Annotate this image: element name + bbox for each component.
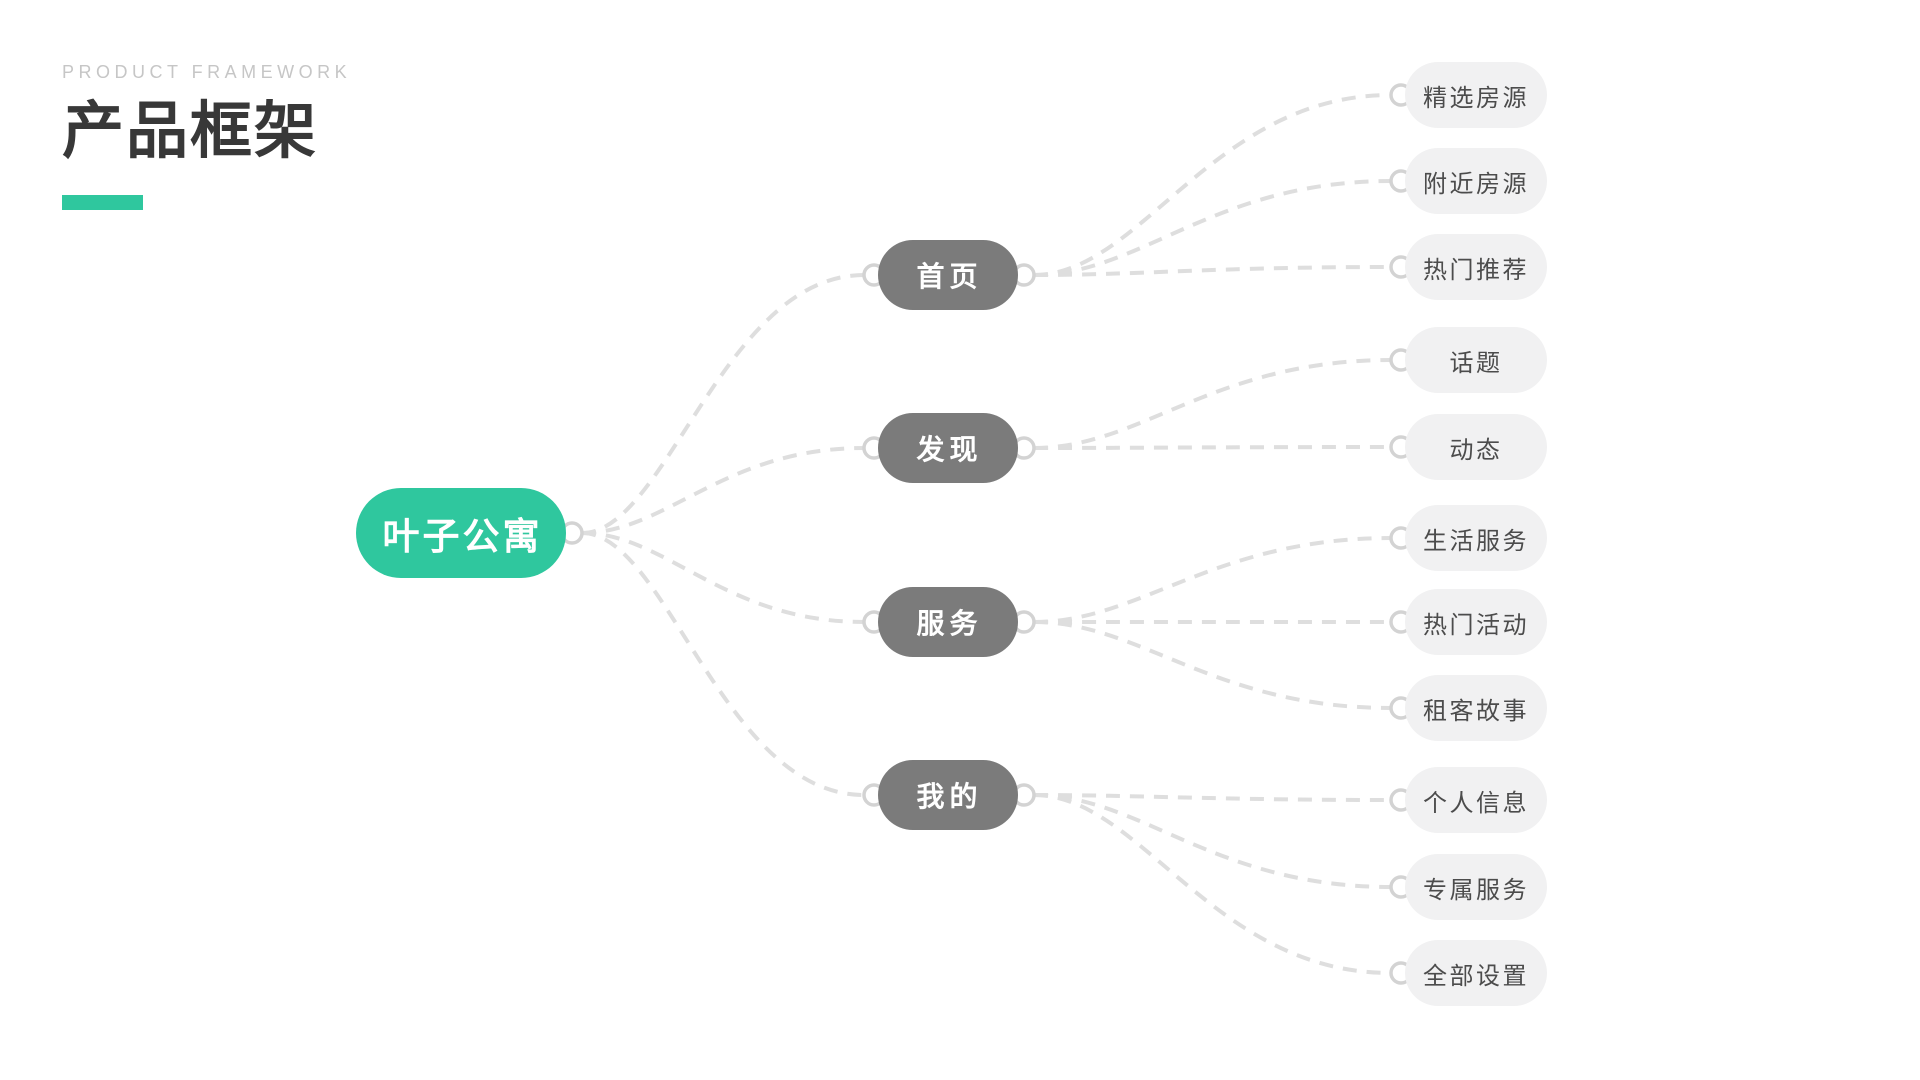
- connector-line: [581, 446, 865, 535]
- leaf-node-label: 热门推荐: [1423, 256, 1529, 284]
- connector-line: [581, 531, 865, 797]
- leaf-node-label: 个人信息: [1423, 789, 1529, 817]
- connector-line: [1033, 793, 1392, 975]
- mindmap-leaf-node: 精选房源: [1405, 62, 1547, 128]
- mindmap-leaf-node: 租客故事: [1405, 675, 1547, 741]
- root-node-label: 叶子公寓: [382, 516, 543, 557]
- leaf-node-label: 全部设置: [1423, 962, 1529, 990]
- mindmap-branch-node: 我的: [878, 760, 1018, 830]
- leaf-node-label: 热门活动: [1423, 611, 1529, 639]
- connector-line: [1033, 536, 1392, 624]
- slide-header: PRODUCT FRAMEWORK 产品框架: [62, 62, 351, 210]
- mindmap-leaf-node: 动态: [1405, 414, 1547, 480]
- connector-line: [1033, 793, 1392, 802]
- mindmap-root-node: 叶子公寓: [356, 488, 566, 578]
- mindmap-leaf-node: 个人信息: [1405, 767, 1547, 833]
- connector-line: [1033, 620, 1392, 710]
- leaf-node-label: 动态: [1449, 436, 1503, 464]
- mindmap-leaf-node: 全部设置: [1405, 940, 1547, 1006]
- mindmap-branch-node: 首页: [878, 240, 1018, 310]
- mindmap-leaf-node: 话题: [1405, 327, 1547, 393]
- connector-line: [1033, 179, 1392, 277]
- connector-line: [1033, 793, 1392, 889]
- mindmap-leaf-node: 专属服务: [1405, 854, 1547, 920]
- mindmap-branch-node: 发现: [878, 413, 1018, 483]
- leaf-node-label: 租客故事: [1423, 697, 1529, 725]
- connector-line: [1033, 445, 1392, 450]
- mindmap-leaf-node: 附近房源: [1405, 148, 1547, 214]
- leaf-node-label: 生活服务: [1423, 527, 1529, 555]
- title-accent-bar: [62, 195, 143, 210]
- branch-node-label: 首页: [916, 261, 983, 292]
- connector-line: [581, 273, 865, 535]
- mindmap-leaf-node: 热门推荐: [1405, 234, 1547, 300]
- mindmap-leaf-node: 生活服务: [1405, 505, 1547, 571]
- connector-line: [1033, 358, 1392, 450]
- connector-line: [1033, 265, 1392, 277]
- mindmap-leaf-node: 热门活动: [1405, 589, 1547, 655]
- branch-node-label: 服务: [916, 608, 983, 639]
- eyebrow-text: PRODUCT FRAMEWORK: [62, 62, 352, 82]
- branch-node-label: 发现: [916, 434, 983, 465]
- connector-line: [581, 531, 865, 624]
- leaf-node-label: 话题: [1449, 349, 1503, 377]
- leaf-node-label: 精选房源: [1423, 84, 1529, 112]
- branch-node-label: 我的: [916, 781, 983, 812]
- leaf-node-label: 附近房源: [1423, 170, 1529, 198]
- leaf-node-label: 专属服务: [1423, 876, 1529, 904]
- mindmap-branch-node: 服务: [878, 587, 1018, 657]
- connector-line: [1033, 93, 1392, 277]
- page-title: 产品框架: [62, 97, 319, 166]
